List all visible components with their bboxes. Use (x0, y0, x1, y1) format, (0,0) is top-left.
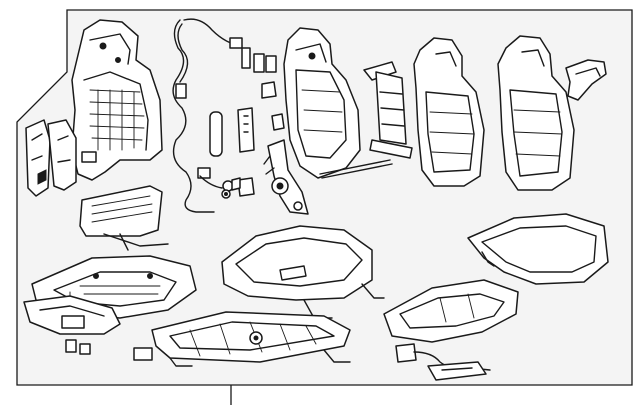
seatback-frame-icon (71, 19, 163, 181)
fasteners-icon (221, 177, 241, 199)
cushion-cover-icon (467, 213, 609, 285)
seatback-cushion-assembly-icon (497, 35, 575, 191)
side-shield-icon (23, 295, 153, 361)
recliner-mechanism-icon (263, 139, 309, 215)
wiring-harness-icon (172, 18, 243, 213)
cushion-pad-icon (383, 279, 519, 343)
seat-heater-pad-icon (79, 185, 169, 251)
lumbar-support-frame-icon (319, 61, 413, 179)
side-bolster-trim-icon (25, 119, 77, 197)
seat-cushion-assembly-icon (221, 225, 385, 319)
seatback-cover-icon (413, 37, 485, 187)
seat-adjuster-track-icon (151, 311, 351, 367)
seat-switch-harness-icon (395, 343, 491, 381)
seatback-frame-icon (283, 27, 361, 179)
headrest-guide-icon (565, 59, 607, 101)
clips-and-brackets-icon (209, 47, 285, 197)
